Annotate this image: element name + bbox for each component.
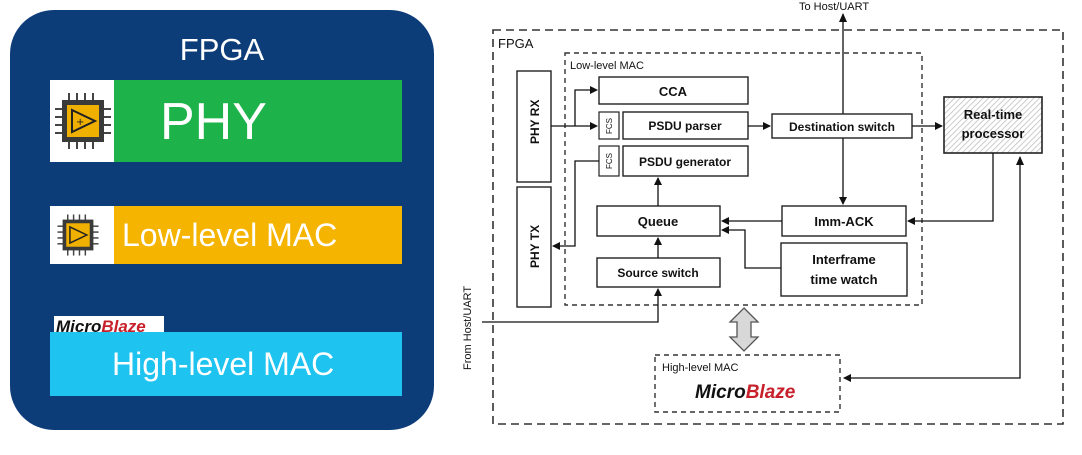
phy-layer: + PHY: [50, 80, 402, 162]
high-level-mac-boundary-label: High-level MAC: [662, 362, 738, 374]
phy-rx-label: PHY RX: [528, 100, 542, 144]
realtime-processor-block: [943, 96, 1043, 154]
low-level-mac-boundary: [564, 52, 923, 306]
psdu-parser-label: PSDU parser: [648, 119, 722, 133]
source-switch-label: Source switch: [617, 266, 698, 280]
labview-chip-icon: [57, 214, 99, 256]
fcs-rx-block: [598, 111, 620, 140]
phy-tx-label: PHY TX: [528, 225, 542, 268]
low-level-mac-label: Low-level MAC: [122, 217, 338, 253]
destination-switch-label: Destination switch: [789, 120, 895, 134]
labview-chip-icon: +: [55, 93, 111, 149]
low-level-mac-boundary-label: Low-level MAC: [570, 60, 644, 72]
fpga-title: FPGA: [179, 32, 265, 67]
interframe-watch-label-2: time watch: [810, 272, 877, 287]
realtime-processor-label-1: Real-time: [964, 107, 1023, 122]
phy-rx-block: [516, 70, 552, 183]
phy-label: PHY: [160, 93, 267, 151]
phy-tx-block: [516, 186, 552, 308]
psdu-generator-label: PSDU generator: [639, 155, 731, 169]
low-level-mac-layer: Low-level MAC: [50, 206, 402, 264]
source-switch-block: [596, 257, 721, 288]
imm-ack-block: [781, 205, 907, 237]
microblaze-logo: MicroBlaze: [54, 316, 164, 337]
fcs-tx-label: FCS: [605, 153, 614, 169]
svg-text:+: +: [76, 117, 84, 128]
fcs-rx-label: FCS: [605, 118, 614, 134]
queue-label: Queue: [638, 214, 678, 229]
fpga-boundary-label: FPGA: [498, 36, 534, 51]
high-level-mac-boundary: [654, 354, 841, 413]
interframe-watch-block: [780, 242, 908, 297]
destination-switch-block: [771, 113, 913, 139]
to-host-label: To Host/UART: [799, 1, 869, 13]
high-level-mac-label: High-level MAC: [112, 346, 335, 382]
queue-block: [596, 205, 721, 237]
cca-label: CCA: [659, 84, 688, 99]
from-host-label: From Host/UART: [462, 286, 474, 370]
double-arrow-icon: [728, 307, 760, 352]
imm-ack-label: Imm-ACK: [814, 214, 874, 229]
fpga-boundary: [492, 29, 1064, 425]
realtime-processor-label-2: processor: [962, 126, 1025, 141]
psdu-generator-block: [622, 145, 749, 177]
fpga-overview-panel: FPGA + PHY: [10, 10, 434, 430]
high-level-mac-layer: High-level MAC: [50, 332, 402, 396]
cca-block: [598, 76, 749, 105]
interframe-watch-label-1: Interframe: [812, 252, 876, 267]
microblaze-logo-diagram: MicroBlaze: [695, 382, 796, 403]
psdu-parser-block: [622, 111, 749, 140]
